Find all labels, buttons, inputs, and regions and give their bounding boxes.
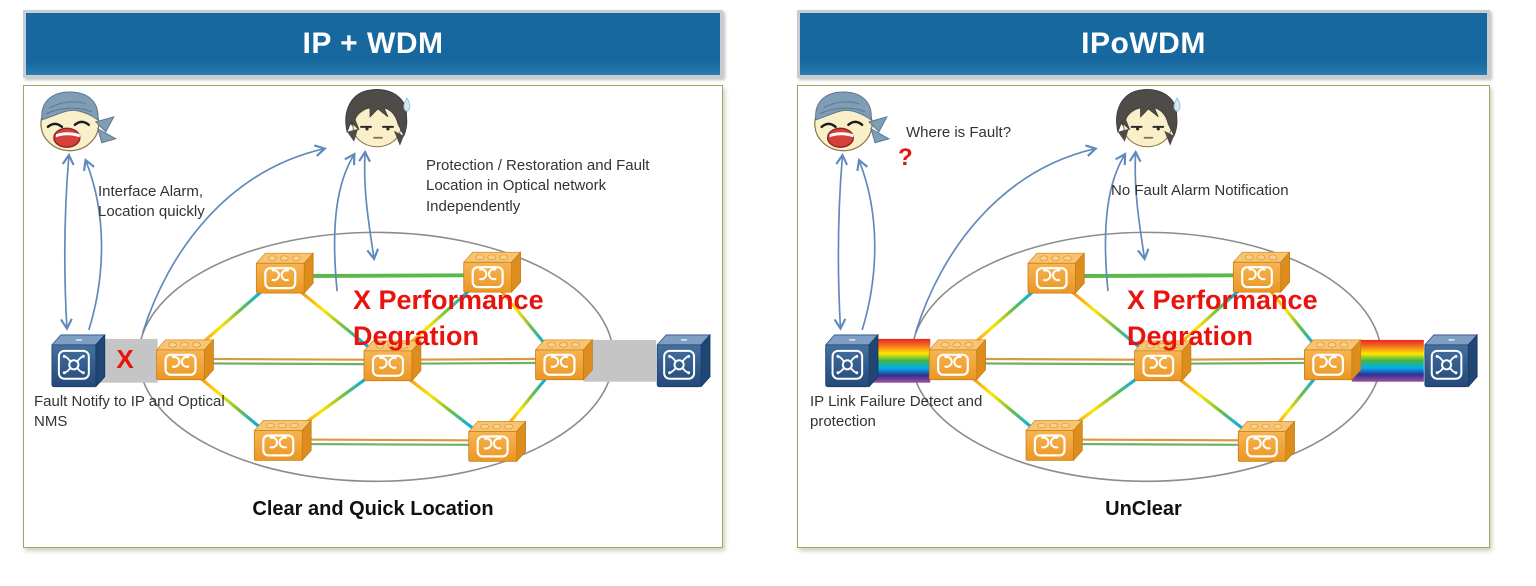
network-diagram [39, 87, 712, 483]
link-fault-mark: X [116, 344, 134, 374]
ip-router-left-icon [50, 333, 106, 388]
ip-router-right-icon [1423, 333, 1479, 388]
field-label: No Fault Alarm Notification [1111, 182, 1289, 199]
panel-body: Interface Alarm, Location quickly Protec… [23, 85, 723, 548]
wdm-node-icon [1237, 420, 1296, 463]
optical-engineer-face-icon [344, 87, 411, 148]
optical-engineer-face-icon [1115, 87, 1182, 148]
ip-router-left-icon [824, 333, 879, 388]
wdm-node-icon [467, 420, 527, 463]
fault-report-arrow [914, 144, 1098, 334]
wdm-node-icon [253, 419, 313, 462]
question-mark: ? [898, 144, 913, 171]
panel-title: IP + WDM [302, 27, 444, 60]
panel-caption: Clear and Quick Location [252, 498, 494, 520]
performance-degradation-label: X Performance Degration [1127, 285, 1318, 351]
optical-double-arrow [358, 149, 380, 262]
noc-label: Interface Alarm, Location quickly [98, 183, 205, 221]
noc-operator-face-icon [813, 90, 891, 152]
alarm-double-arrow [833, 152, 849, 331]
panel-ipowdm: IPoWDM [797, 10, 1490, 548]
notification-arrows [833, 144, 1150, 334]
noc-label: Where is Fault? [906, 124, 1012, 141]
panel-caption: UnClear [1105, 498, 1182, 520]
wdm-node-icon [255, 252, 315, 295]
ip-link-right-gray [583, 339, 657, 382]
wdm-node-icon [928, 338, 987, 381]
ip-router-right-icon [656, 333, 712, 388]
ip-link-right-rainbow [1351, 339, 1424, 382]
alarm-curve-arrow [856, 158, 876, 331]
fault-report-arrow [141, 144, 327, 334]
noc-operator-face-icon [39, 90, 117, 152]
panel-title: IPoWDM [1081, 27, 1206, 60]
link-top-green [281, 273, 487, 279]
field-label: Protection / Restoration and Fault Locat… [426, 157, 650, 215]
optical-double-arrow [1128, 149, 1150, 262]
alarm-double-arrow [60, 152, 75, 331]
degradation-report-arrow [333, 152, 356, 292]
wdm-node-icon [1024, 419, 1084, 462]
panel-body: Where is Fault? ? No Fault Alarm Notific… [797, 85, 1490, 548]
degradation-report-arrow [1104, 152, 1127, 292]
network-diagram [813, 87, 1479, 483]
notification-arrows [60, 144, 380, 334]
wdm-node-icon [155, 338, 215, 381]
performance-degradation-label: X Performance Degration [353, 285, 544, 351]
panel-header: IPoWDM [797, 10, 1490, 78]
alarm-curve-arrow [82, 158, 103, 331]
router-note: Fault Notify to IP and Optical NMS [34, 393, 225, 431]
link-top-green [1052, 273, 1257, 279]
wdm-node-icon [1026, 252, 1086, 295]
router-note: IP Link Failure Detect and protection [810, 393, 983, 431]
panel-ip-plus-wdm: IP + WDM [23, 10, 723, 548]
panel-header: IP + WDM [23, 10, 723, 78]
